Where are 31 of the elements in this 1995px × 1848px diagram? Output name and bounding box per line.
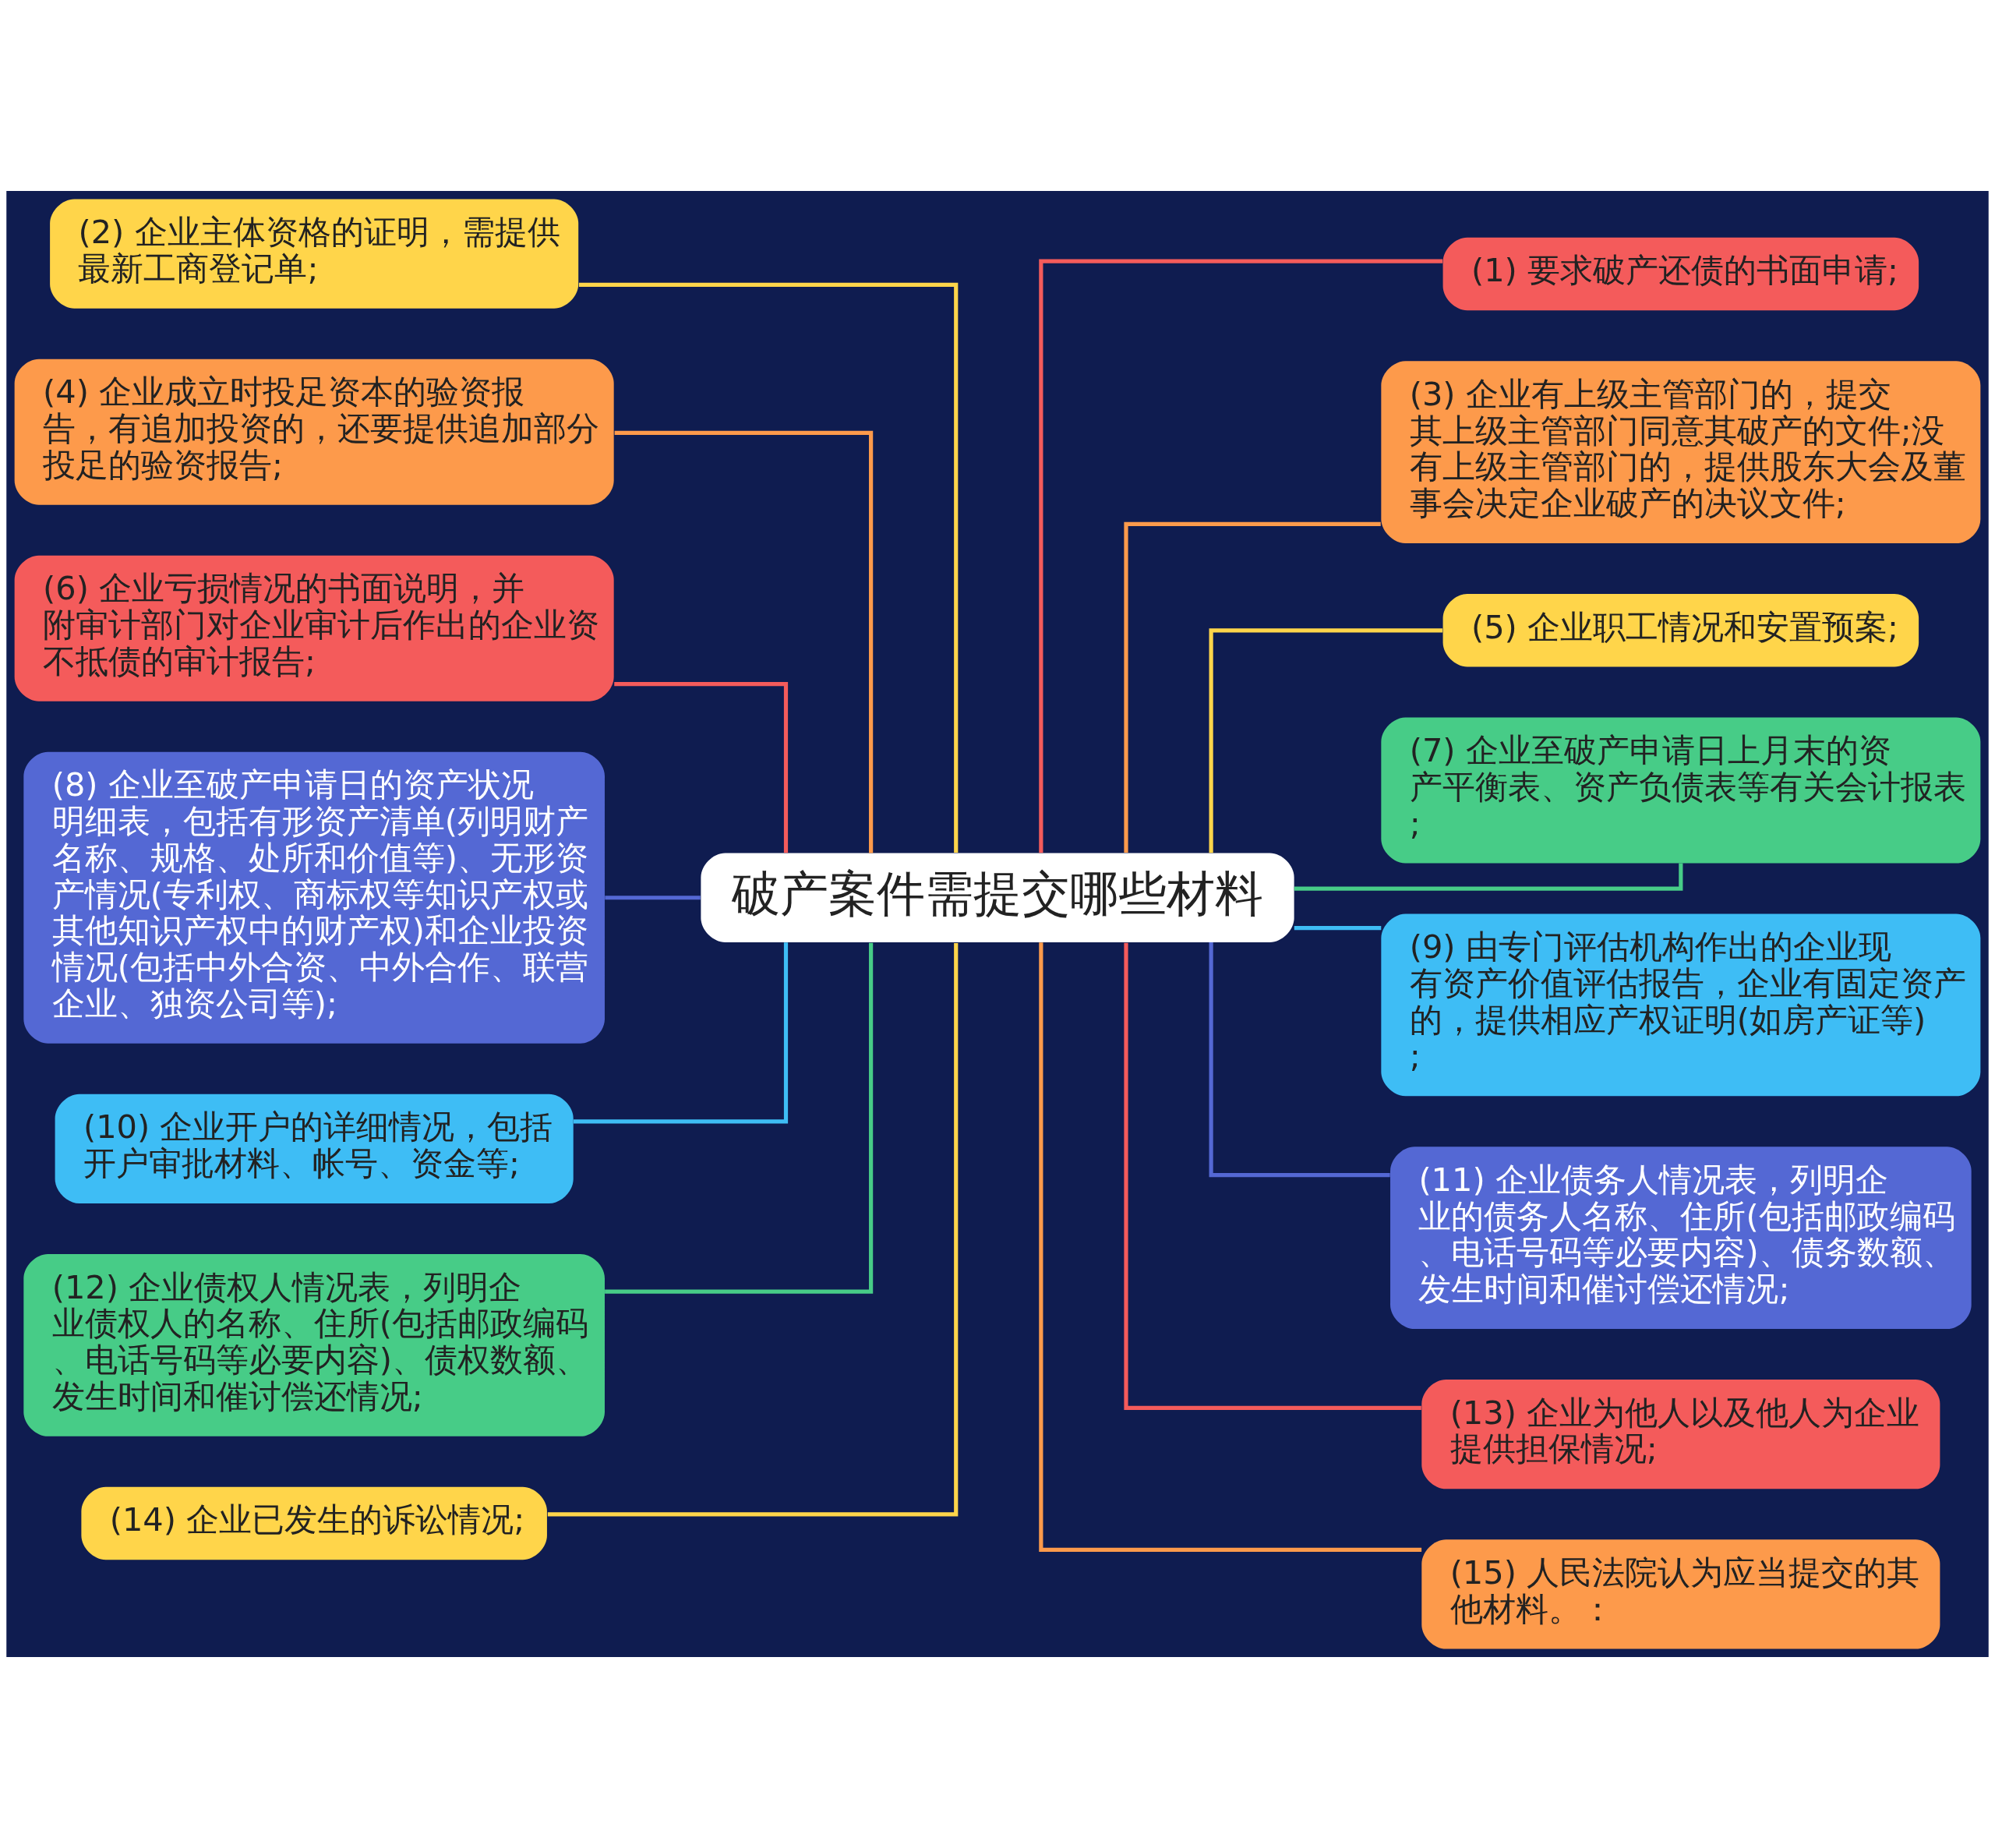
node-box: (15) 人民法院认为应当提交的其他材料。： xyxy=(1421,1539,1940,1649)
connector xyxy=(547,942,959,1517)
connector xyxy=(614,430,874,853)
connector xyxy=(1294,926,1382,931)
connector xyxy=(614,682,789,853)
connector xyxy=(1209,942,1390,1178)
node-box: (8) 企业至破产申请日的资产状况明细表，包括有形资产清单(列明财产名称、规格、处所和价值等)、无形资产情况(专利权、商标权等知识产权或其他知识产权中的财产权)和企业投资情况(包括中外合资、中外合作、联营企业、独资公司等); xyxy=(23,751,605,1044)
connector xyxy=(1039,259,1443,853)
node-box: (9) 由专门评估机构作出的企业现有资产价值评估报告，企业有固定资产的，提供相应产权证明(如房产证等); xyxy=(1381,913,1981,1097)
node-box: 破产案件需提交哪些材料 xyxy=(701,853,1294,942)
connector xyxy=(605,896,701,900)
connector xyxy=(573,942,789,1124)
connector xyxy=(1124,521,1381,853)
node-box: (4) 企业成立时投足资本的验资报告，有追加投资的，还要提供追加部分投足的验资报告; xyxy=(14,359,614,505)
node-box: (2) 企业主体资格的证明，需提供最新工商登记单; xyxy=(50,199,579,309)
node-box: (14) 企业已发生的诉讼情况; xyxy=(81,1486,547,1560)
node-box: (5) 企业职工情况和安置预案; xyxy=(1442,594,1919,667)
node-box: (13) 企业为他人以及他人为企业提供担保情况; xyxy=(1421,1380,1940,1489)
node-box: (1) 要求破产还债的书面申请; xyxy=(1442,237,1919,311)
connector xyxy=(1294,863,1683,891)
node-box: (11) 企业债务人情况表，列明企业的债务人名称、住所(包括邮政编码、电话号码等必要内容)、债务数额、发生时间和催讨偿还情况; xyxy=(1390,1147,1972,1330)
node-box: (3) 企业有上级主管部门的，提交其上级主管部门同意其破产的文件;没有上级主管部门的，提供股东大会及董事会决定企业破产的决议文件; xyxy=(1381,361,1981,544)
node-box: (6) 企业亏损情况的书面说明，并附审计部门对企业审计后作出的企业资不抵债的审计报告; xyxy=(14,555,614,701)
node-box: (12) 企业债权人情况表，列明企业债权人的名称、住所(包括邮政编码、电话号码等必要内容)、债权数额、发生时间和催讨偿还情况; xyxy=(23,1254,605,1436)
connector xyxy=(1039,942,1422,1552)
connector xyxy=(605,942,874,1294)
node-box: (10) 企业开户的详细情况，包括开户审批材料、帐号、资金等; xyxy=(55,1094,574,1204)
connector xyxy=(1209,628,1443,853)
node-box: (7) 企业至破产申请日上月末的资产平衡表、资产负债表等有关会计报表; xyxy=(1381,717,1981,864)
connector xyxy=(578,282,959,853)
connector xyxy=(1124,942,1421,1411)
